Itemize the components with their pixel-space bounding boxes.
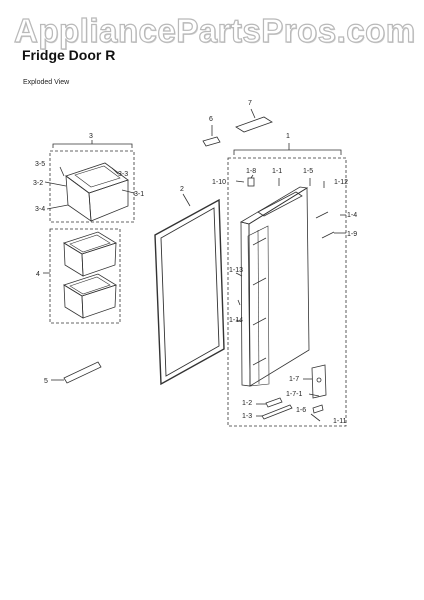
part-1-4	[315, 211, 329, 219]
watermark: AppliancePartsPros.com	[13, 11, 416, 49]
hinge-cover-part	[202, 136, 221, 147]
hinge-part	[311, 364, 327, 399]
label-3: 3	[89, 133, 93, 140]
trim-strip-part	[63, 361, 102, 384]
part-1-9	[321, 231, 335, 239]
page-title: Fridge Door R	[22, 47, 116, 63]
label-2: 2	[180, 186, 184, 193]
label-1-7-1: 1-7-1	[286, 391, 302, 398]
label-1-11: 1-11	[333, 418, 347, 425]
gasket-part	[154, 198, 225, 386]
label-3-1: 3-1	[134, 191, 144, 198]
label-5: 5	[44, 378, 48, 385]
label-1-5: 1-5	[303, 168, 313, 175]
label-1-12: 1-12	[334, 179, 348, 186]
part-1-2	[265, 397, 283, 408]
label-1-3: 1-3	[242, 413, 252, 420]
guard-part	[65, 162, 129, 194]
label-4: 4	[36, 271, 40, 278]
label-3-3: 3-3	[118, 171, 128, 178]
label-6: 6	[209, 116, 213, 123]
label-1-10: 1-10	[212, 179, 226, 186]
label-7: 7	[248, 100, 252, 107]
label-1-7: 1-7	[289, 376, 299, 383]
part-1-6	[312, 404, 324, 414]
bin-top	[63, 231, 117, 255]
label-1-9: 1-9	[347, 231, 357, 238]
label-3-5: 3-5	[35, 161, 45, 168]
label-3-2: 3-2	[33, 180, 43, 187]
label-1: 1	[286, 133, 290, 140]
door-front	[248, 187, 310, 387]
bin-bottom	[63, 273, 117, 297]
label-1-4: 1-4	[347, 212, 357, 219]
diagram-subtitle: Exploded View	[23, 79, 70, 86]
top-cap-part	[235, 116, 273, 133]
label-1-13: 1-13	[229, 267, 243, 274]
label-3-4: 3-4	[35, 206, 45, 213]
door-assembly-box	[227, 157, 347, 427]
label-1-14: 1-14	[229, 317, 243, 324]
part-1-3	[261, 404, 293, 420]
bins-box	[49, 228, 121, 324]
label-1-6: 1-6	[296, 407, 306, 414]
guard-assembly-box	[49, 150, 135, 223]
label-1-2: 1-2	[242, 400, 252, 407]
part-1-8	[247, 177, 255, 187]
label-1-8: 1-8	[246, 168, 256, 175]
bracket-3	[52, 143, 133, 148]
label-1-1: 1-1	[272, 168, 282, 175]
bracket-1	[233, 149, 342, 155]
door-handle-top	[257, 191, 303, 217]
